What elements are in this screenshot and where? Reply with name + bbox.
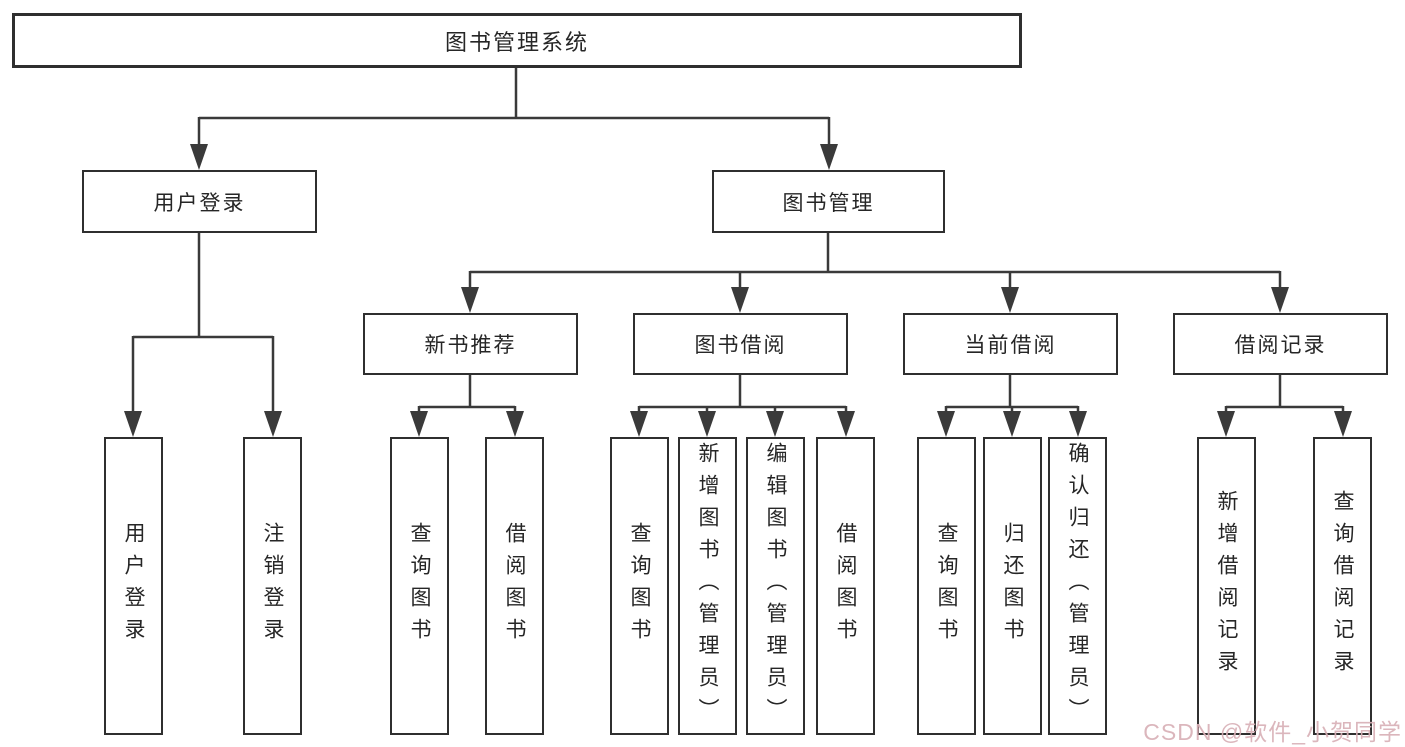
- leaf-borrow-books-recommend-label: 借阅图书: [503, 522, 526, 650]
- leaf-borrow-books-recommend: 借阅图书: [485, 437, 544, 735]
- node-new-book-recommend: 新书推荐: [363, 313, 578, 375]
- node-user-login: 用户登录: [82, 170, 317, 233]
- leaf-query-borrow-record-label: 查询借阅记录: [1331, 490, 1354, 682]
- node-new-book-recommend-label: 新书推荐: [424, 334, 517, 357]
- leaf-borrow-books: 借阅图书: [816, 437, 875, 735]
- node-book-borrow: 图书借阅: [633, 313, 848, 375]
- leaf-edit-book-admin: 编辑图书（管理员）: [746, 437, 805, 735]
- arrowheads: [124, 144, 1352, 437]
- node-borrow-records: 借阅记录: [1173, 313, 1388, 375]
- leaf-add-borrow-record: 新增借阅记录: [1197, 437, 1256, 735]
- node-root-label: 图书管理系统: [444, 29, 589, 55]
- leaf-query-borrow-record: 查询借阅记录: [1313, 437, 1372, 735]
- leaf-query-books-recommend: 查询图书: [390, 437, 449, 735]
- node-user-login-label: 用户登录: [153, 191, 246, 215]
- leaf-add-borrow-record-label: 新增借阅记录: [1215, 490, 1238, 682]
- node-book-borrow-label: 图书借阅: [694, 334, 787, 357]
- leaf-query-books-current: 查询图书: [917, 437, 976, 735]
- leaf-user-login: 用户登录: [104, 437, 163, 735]
- leaf-logout: 注销登录: [243, 437, 302, 735]
- leaf-return-book-label: 归还图书: [1001, 522, 1024, 650]
- node-root: 图书管理系统: [12, 13, 1022, 68]
- leaf-query-books-borrow: 查询图书: [610, 437, 669, 735]
- leaf-query-books-recommend-label: 查询图书: [408, 522, 431, 650]
- watermark: CSDN @软件_小贺同学: [1143, 719, 1402, 745]
- node-book-management-label: 图书管理: [782, 191, 875, 215]
- leaf-add-book-admin-label: 新增图书（管理员）: [696, 442, 719, 730]
- leaf-add-book-admin: 新增图书（管理员）: [678, 437, 737, 735]
- leaf-user-login-label: 用户登录: [122, 522, 145, 650]
- leaf-confirm-return-admin: 确认归还（管理员）: [1048, 437, 1107, 735]
- node-borrow-records-label: 借阅记录: [1234, 334, 1327, 357]
- node-book-management: 图书管理: [712, 170, 945, 233]
- leaf-borrow-books-label: 借阅图书: [834, 522, 857, 650]
- node-current-borrow: 当前借阅: [903, 313, 1118, 375]
- leaf-confirm-return-admin-label: 确认归还（管理员）: [1066, 442, 1089, 730]
- leaf-query-books-current-label: 查询图书: [935, 522, 958, 650]
- leaf-logout-label: 注销登录: [261, 522, 284, 650]
- node-current-borrow-label: 当前借阅: [964, 334, 1057, 357]
- leaf-edit-book-admin-label: 编辑图书（管理员）: [764, 442, 787, 730]
- leaf-return-book: 归还图书: [983, 437, 1042, 735]
- leaf-query-books-borrow-label: 查询图书: [628, 522, 651, 650]
